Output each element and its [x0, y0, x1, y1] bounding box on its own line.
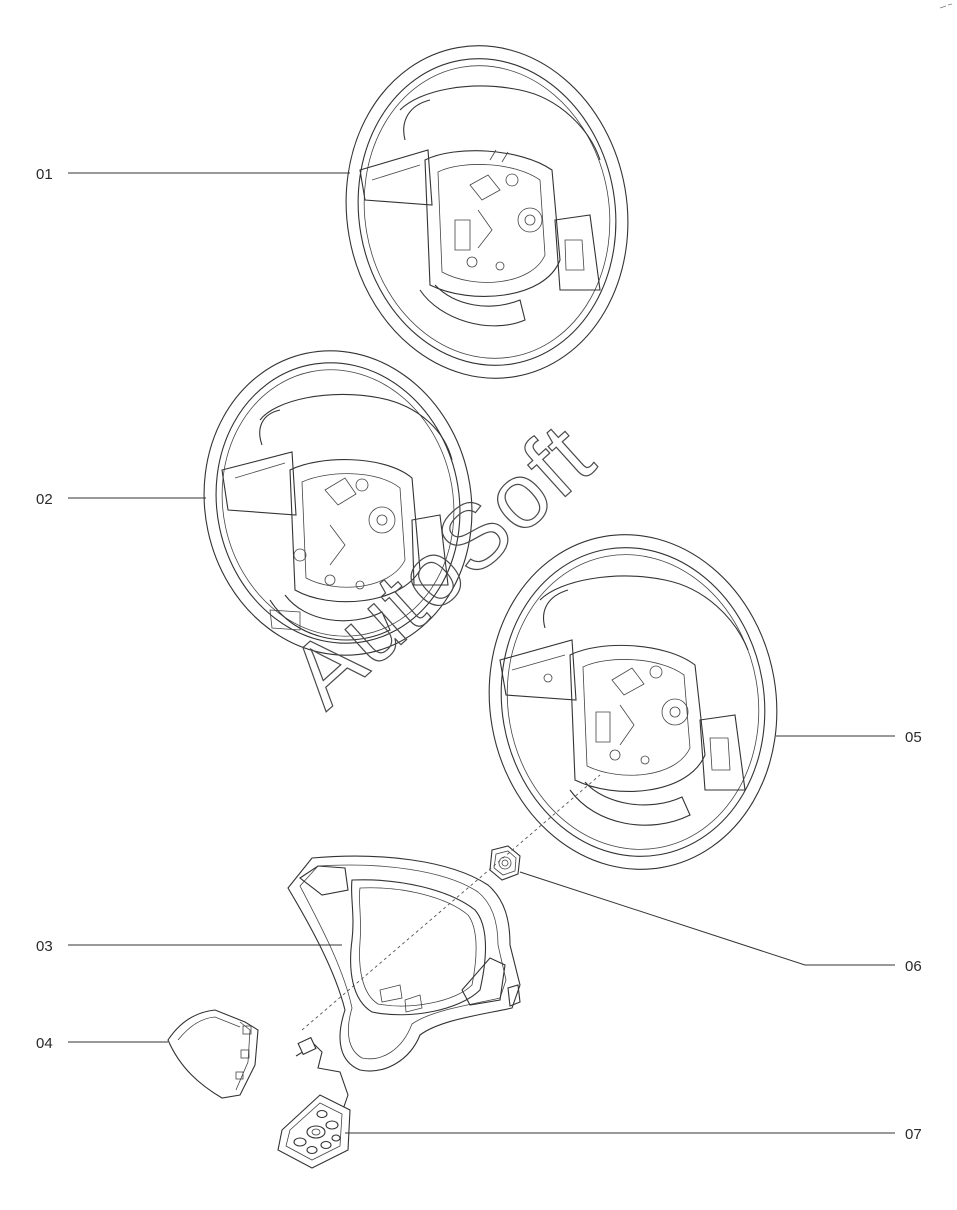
leader-line-06: [519, 871, 895, 966]
part-01-steering-wheel: [345, 45, 629, 379]
assembly-axis-line: [301, 774, 601, 1031]
callout-02: 02: [36, 491, 53, 508]
callout-03: 03: [36, 938, 53, 955]
callout-01: 01: [36, 166, 53, 183]
part-03-trim-cover: [287, 855, 521, 1072]
part-06-nut: [489, 845, 521, 881]
callout-07: 07: [905, 1126, 922, 1143]
part-05-steering-wheel: [488, 534, 778, 870]
part-07-switch-module: [277, 1036, 351, 1169]
part-02-steering-wheel: [203, 350, 473, 656]
callout-05: 05: [905, 729, 922, 746]
callout-labels: 01 02 03 04 05 06 07: [36, 166, 922, 1143]
leader-lines: [68, 172, 895, 1134]
part-04-switch-cover: [167, 1009, 259, 1099]
callout-04: 04: [36, 1035, 53, 1052]
callout-06: 06: [905, 958, 922, 975]
corner-mark-icon: [939, 3, 953, 9]
